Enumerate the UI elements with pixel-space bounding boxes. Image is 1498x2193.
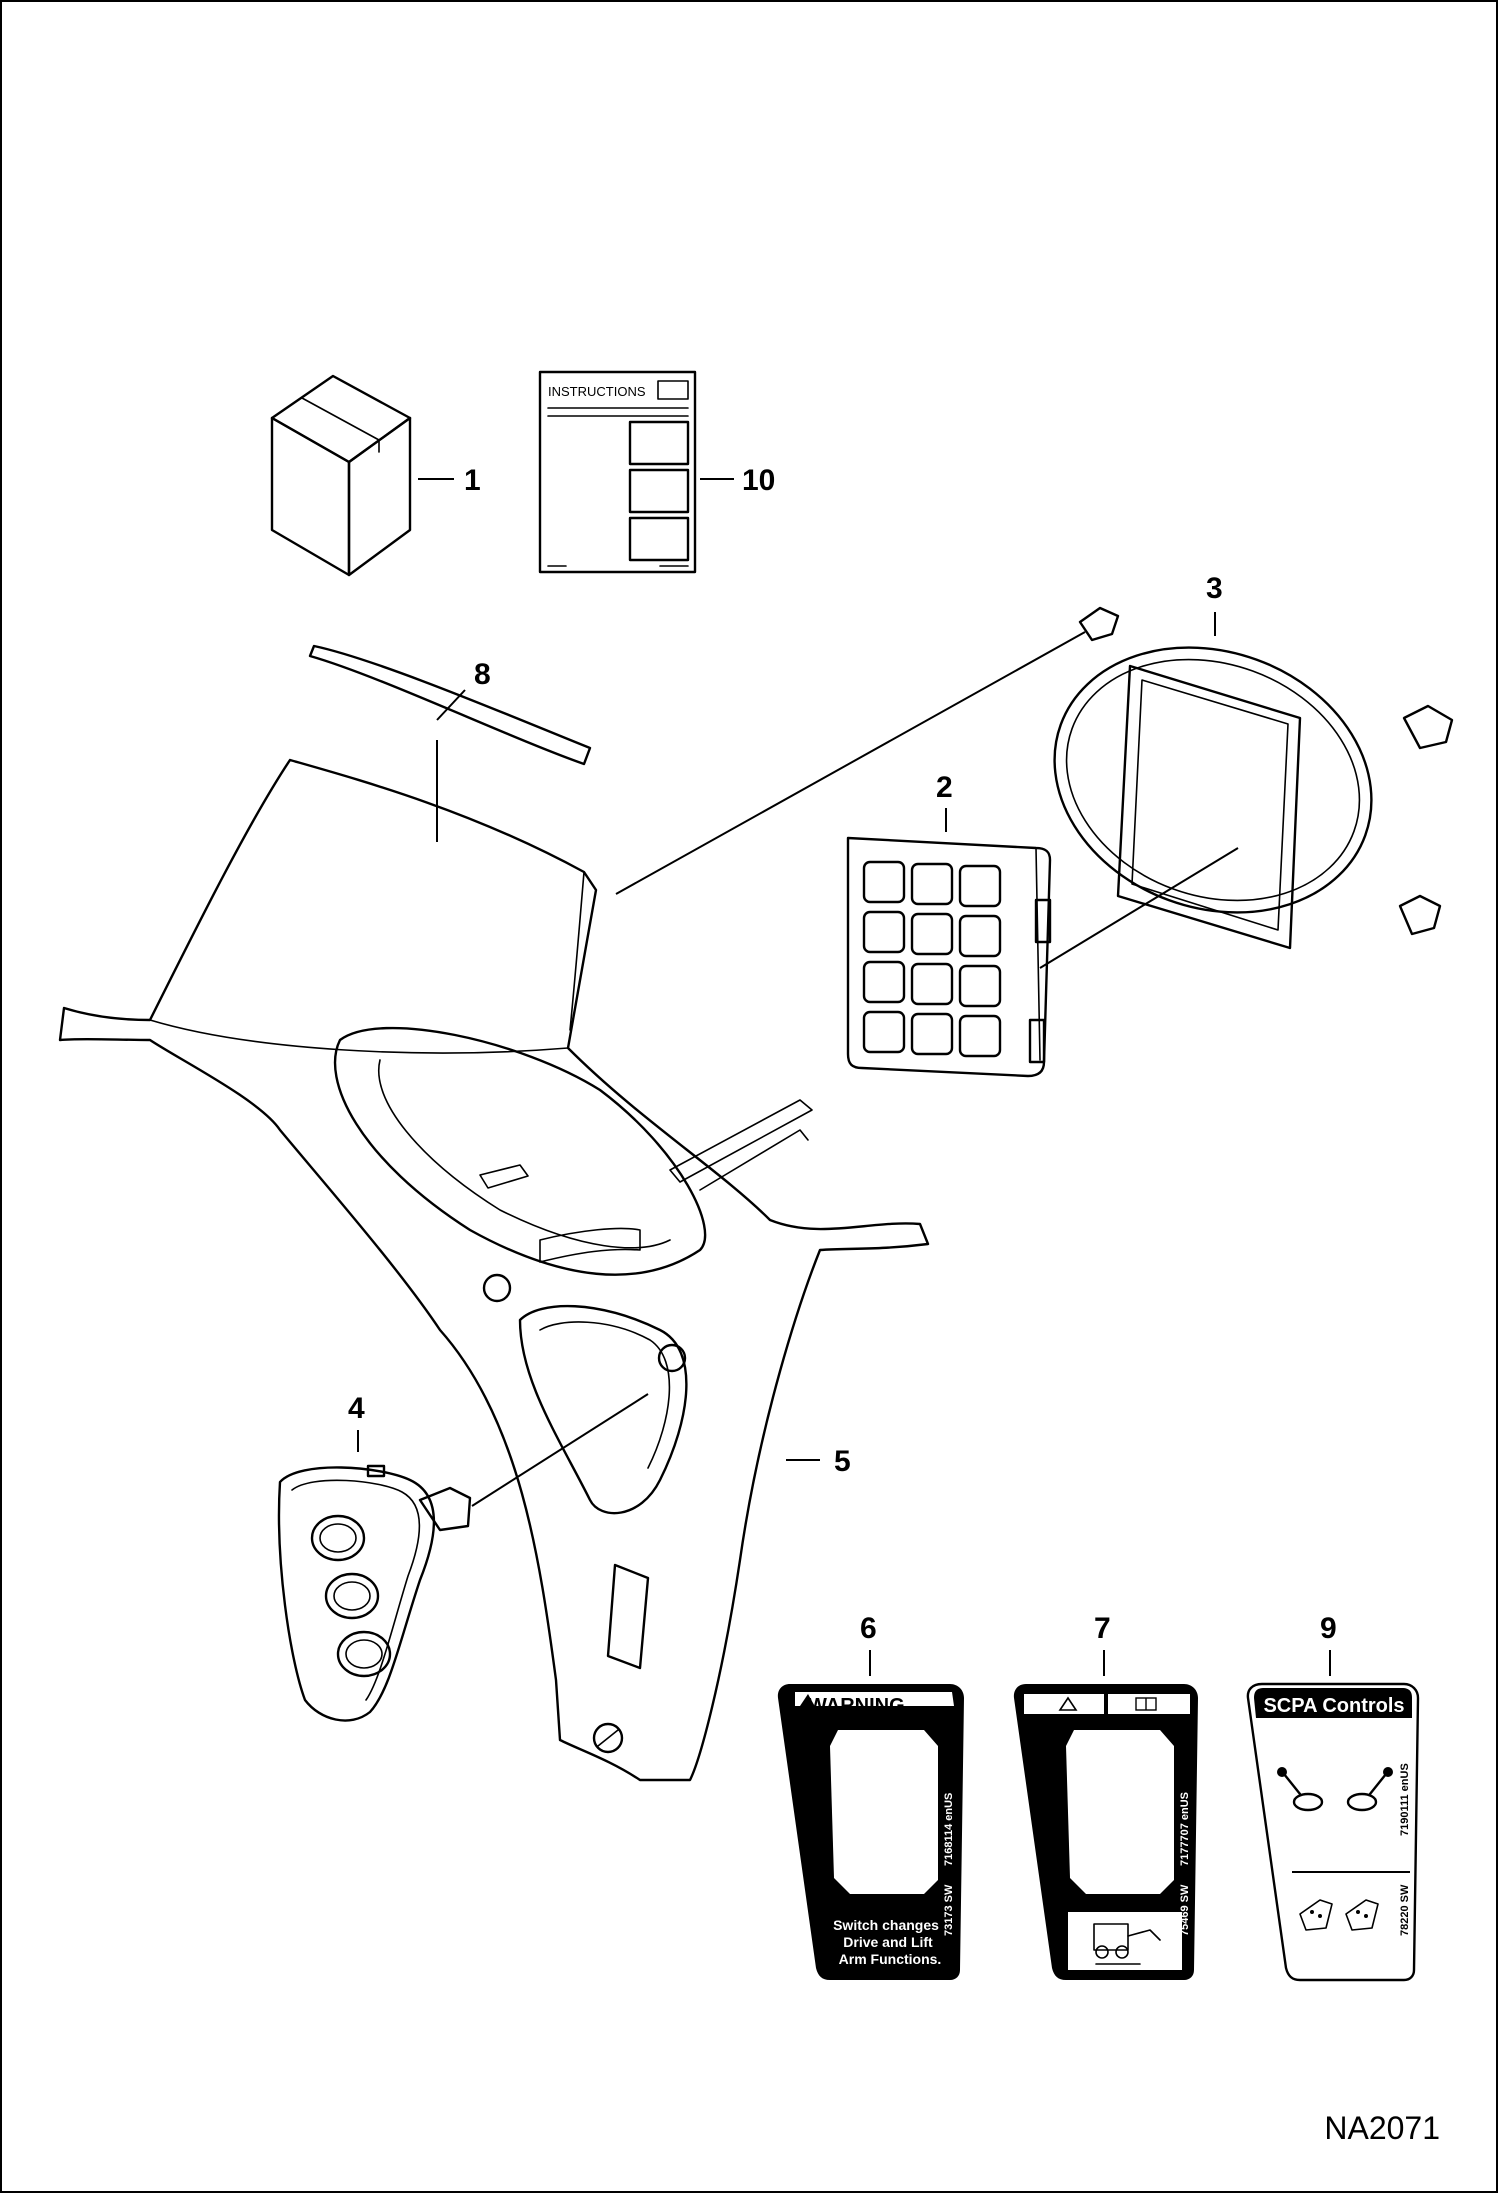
part-9-scpa-controls-decal: SCPA Controls 7190111 enUS 78220 SW — [1246, 1682, 1420, 1982]
callout-5: 5 — [834, 1445, 851, 1478]
decal-6-part-number-2: 73173 SW — [943, 1884, 955, 1936]
part-10-instructions-sheet: INSTRUCTIONS — [538, 370, 697, 574]
decal-9-part-number-2: 78220 SW — [1399, 1884, 1411, 1936]
decal-9-header: SCPA Controls — [1263, 1695, 1404, 1717]
part-7-safety-decal: 7177707 enUS 75469 SW — [1013, 1684, 1198, 1980]
drawing-id: NA2071 — [1324, 2110, 1440, 2146]
callout-3: 3 — [1206, 572, 1223, 605]
decal-6-message-line-3: Arm Functions. — [839, 1951, 942, 1967]
callout-9: 9 — [1320, 1612, 1337, 1645]
part-3-oval-bezel — [1053, 606, 1454, 950]
joystick-icon-left — [1277, 1767, 1324, 1812]
keypad-buttons — [862, 860, 1002, 1058]
instructions-heading: INSTRUCTIONS — [548, 384, 646, 399]
callout-8: 8 — [474, 658, 491, 691]
callout-6: 6 — [860, 1612, 877, 1645]
callout-2: 2 — [936, 771, 953, 804]
part-1-box — [270, 374, 412, 577]
part-4-switch-cluster — [277, 1464, 472, 1722]
decal-6-part-number-1: 7168114 enUS — [943, 1793, 955, 1866]
decal-9-part-number-1: 7190111 enUS — [1399, 1763, 1411, 1836]
part-6-warning-decal: WARNING 7168114 enUS 73173 SW Switch cha… — [777, 1684, 964, 1980]
callout-10: 10 — [742, 464, 775, 497]
part-5-control-panel — [58, 758, 930, 1782]
joystick-icon-right — [1346, 1767, 1393, 1812]
loader-icon — [1093, 1923, 1161, 1965]
part-8-seal-strip — [308, 644, 592, 766]
foot-pedal-icons — [1299, 1899, 1379, 1931]
callout-4: 4 — [348, 1392, 365, 1425]
decal-7-part-number-1: 7177707 enUS — [1179, 1792, 1191, 1866]
decal-6-message-line-2: Drive and Lift — [843, 1934, 933, 1950]
decal-6-message-line-1: Switch changes — [833, 1917, 939, 1933]
callout-1: 1 — [464, 464, 481, 497]
part-2-keypad — [846, 836, 1052, 1078]
callout-7: 7 — [1094, 1612, 1111, 1645]
decal-6-header: WARNING — [808, 1695, 905, 1717]
